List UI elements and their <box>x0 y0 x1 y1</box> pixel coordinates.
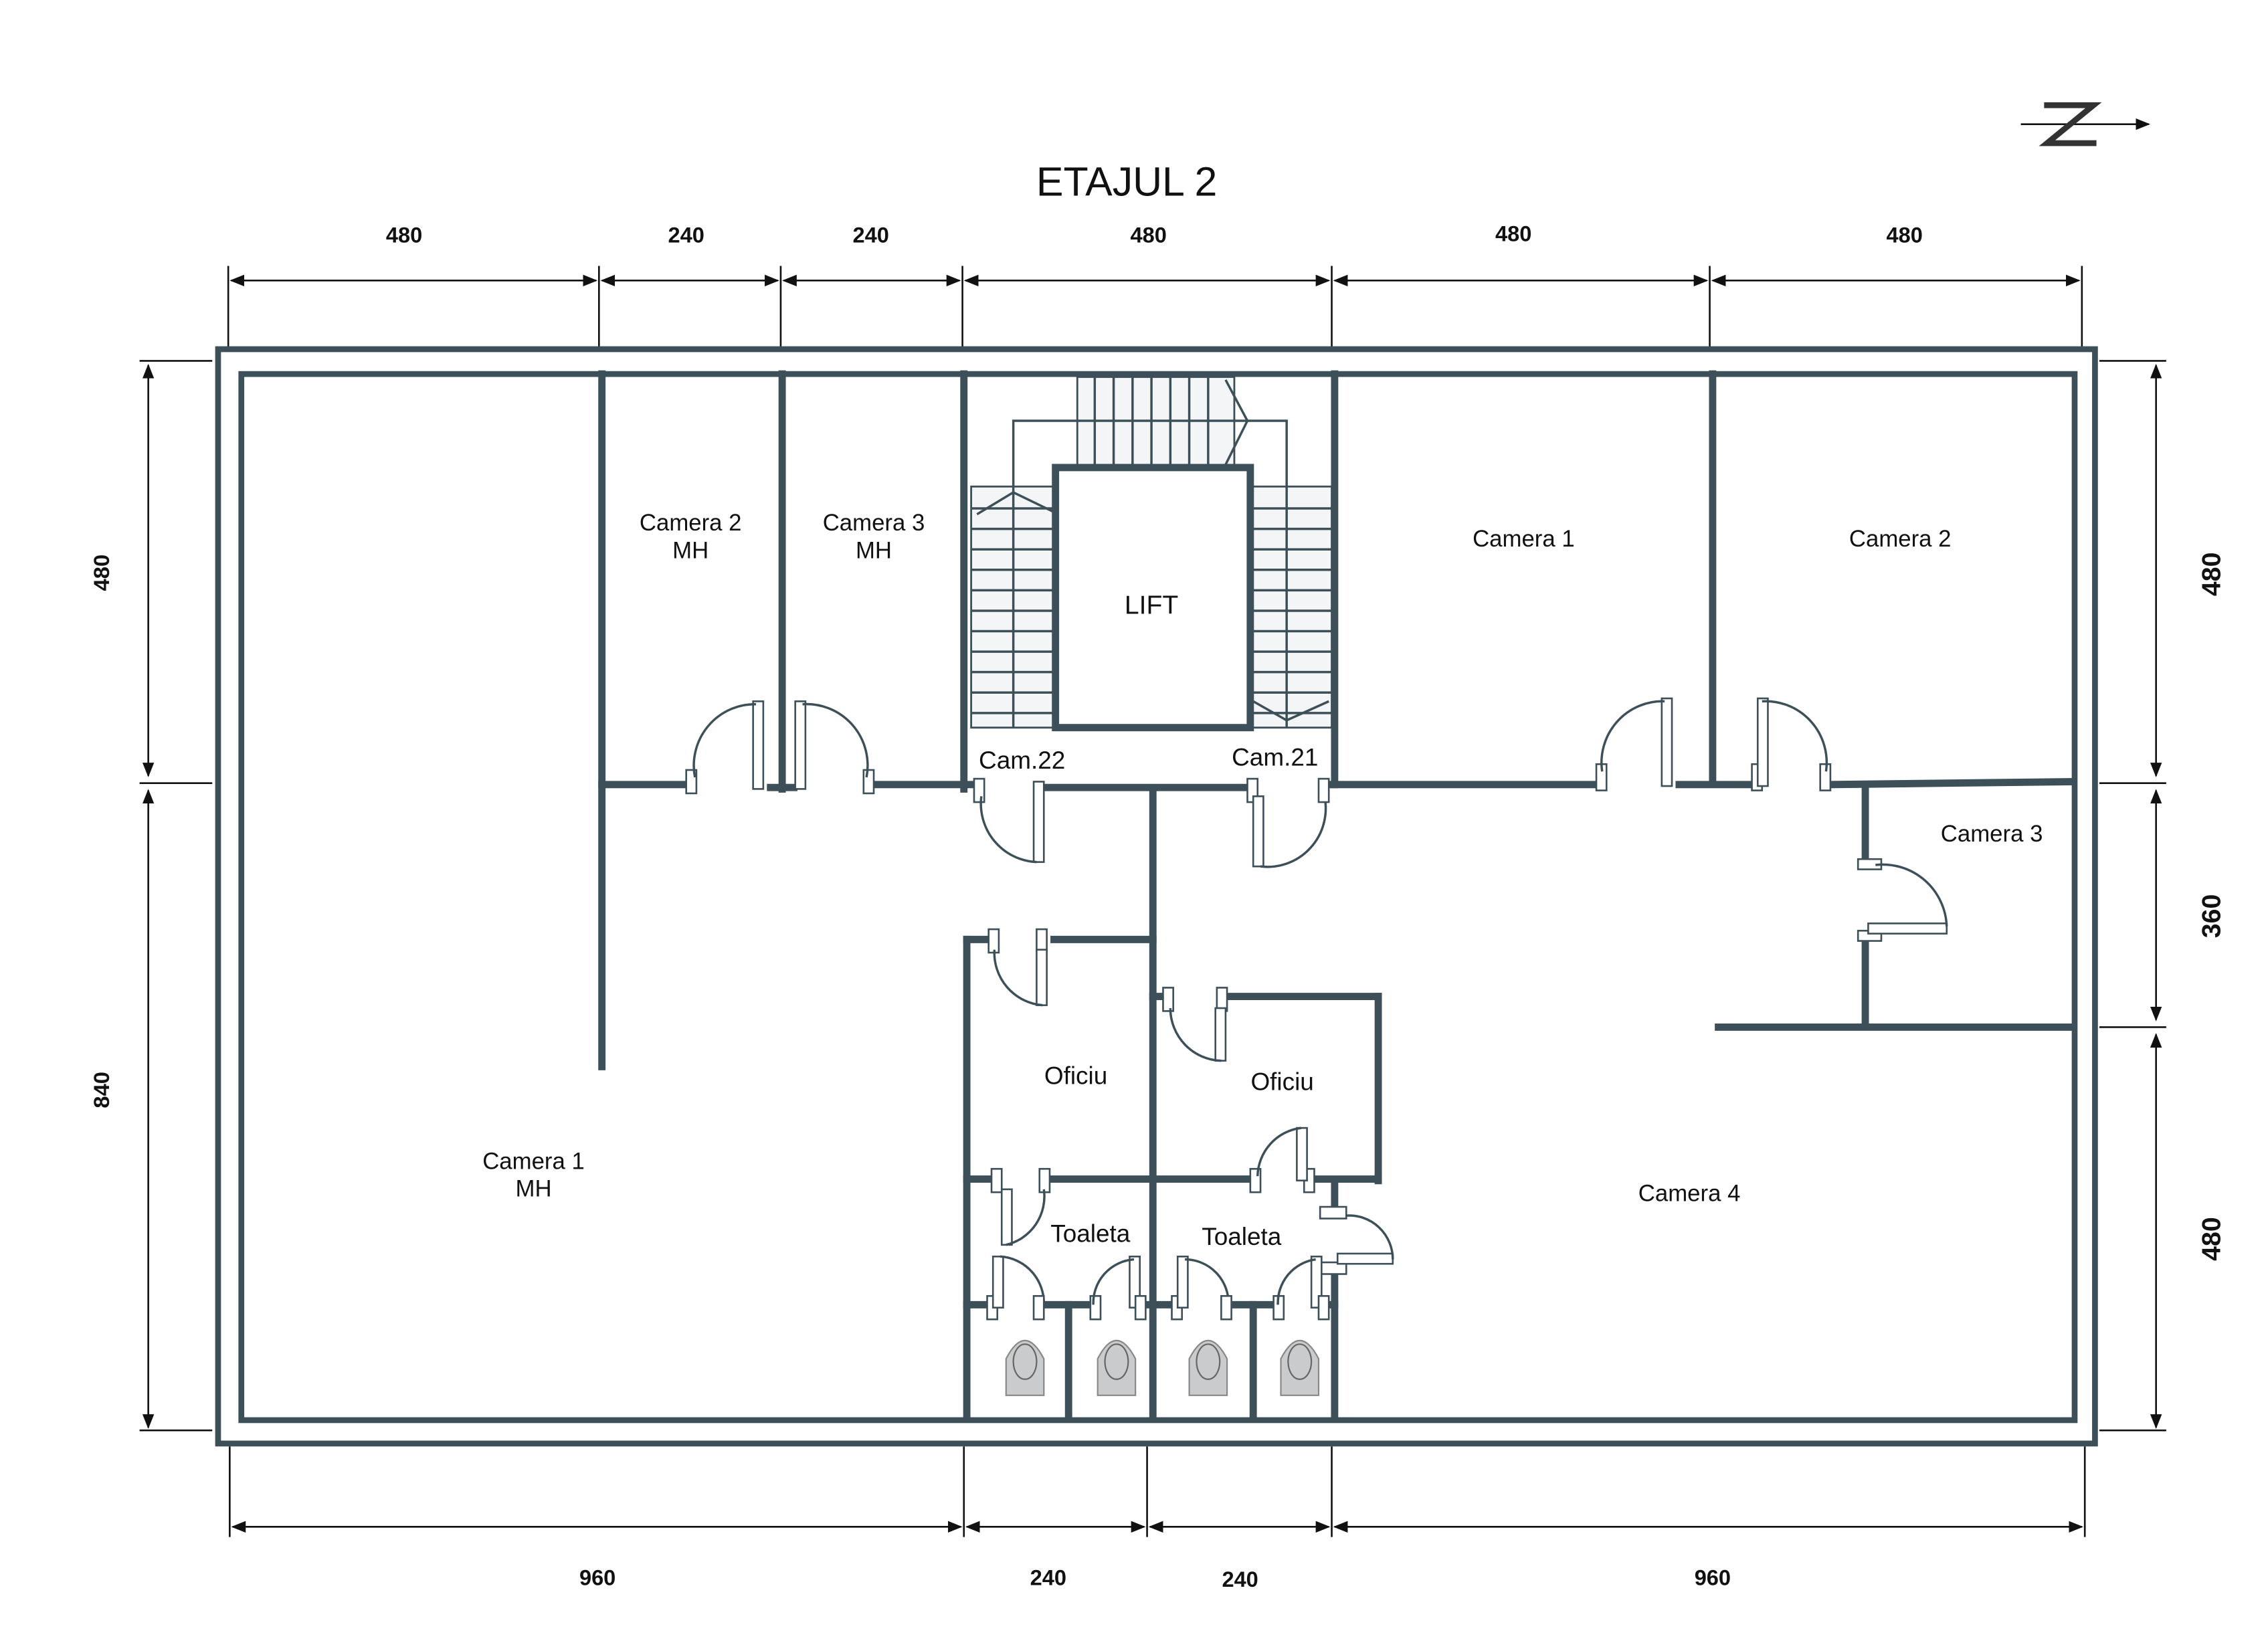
door-camera1 <box>1595 697 1673 791</box>
toilet-icons <box>1005 1340 1320 1396</box>
interior-walls <box>598 370 2076 1422</box>
room-camera3-label: Camera 3 <box>1941 821 2043 847</box>
door-toaleta-left <box>990 1167 1051 1246</box>
room-cam21-label: Cam.21 <box>1232 743 1318 771</box>
toilet-icon <box>1280 1340 1320 1396</box>
door-camera2-mh <box>685 700 765 795</box>
room-camera1-label: Camera 1 <box>1473 526 1575 552</box>
room-camera3-mh-sub: MH <box>856 537 892 563</box>
room-camera1-mh-sub: MH <box>515 1176 551 1202</box>
door-oficiu-left <box>987 928 1048 1007</box>
door-camera3 <box>1857 858 1948 942</box>
dim-right-1: 480 <box>2197 553 2226 597</box>
room-toaleta-left-label: Toaleta <box>1050 1219 1130 1247</box>
room-camera2-mh-label: Camera 2 <box>640 510 742 536</box>
dim-top-4: 480 <box>1131 222 1167 247</box>
room-camera1-mh-label: Camera 1 <box>482 1148 585 1174</box>
room-camera2-mh-sub: MH <box>672 537 708 563</box>
room-camera4-label: Camera 4 <box>1638 1180 1741 1206</box>
door-cam21 <box>1246 777 1330 868</box>
toilet-icon <box>1005 1340 1045 1396</box>
door-toaleta-exit <box>1319 1205 1394 1275</box>
plan-title: ETAJUL 2 <box>1036 159 1218 205</box>
room-camera3-mh-label: Camera 3 <box>823 510 925 536</box>
dim-left-2: 840 <box>89 1072 114 1108</box>
dim-top-3: 240 <box>852 222 888 247</box>
dimensions-bottom: 960 240 240 960 <box>229 1446 2086 1591</box>
room-oficiu-right-label: Oficiu <box>1250 1067 1313 1095</box>
door-camera2 <box>1751 697 1832 791</box>
dim-bottom-1: 960 <box>579 1565 616 1590</box>
toilet-icon <box>1097 1340 1137 1396</box>
room-lift-label: LIFT <box>1125 591 1178 619</box>
toilet-icon <box>1188 1340 1228 1396</box>
dimensions-right: 480 360 480 <box>2099 360 2226 1432</box>
room-labels: Camera 2 MH Camera 3 MH LIFT Cam.22 Cam.… <box>482 510 2043 1250</box>
dim-top-2: 240 <box>668 222 704 247</box>
dim-bottom-4: 960 <box>1695 1565 1731 1590</box>
doors <box>685 697 1948 1321</box>
dim-right-2: 360 <box>2197 894 2226 939</box>
door-cam22 <box>973 777 1045 864</box>
door-oficiu-right <box>1162 987 1228 1062</box>
dimensions-left: 480 840 <box>89 360 213 1432</box>
staircase <box>970 376 1333 729</box>
stall-doors <box>986 1255 1330 1321</box>
dimensions-top: 480 240 240 480 480 480 <box>227 221 2083 348</box>
north-arrow-icon <box>2020 102 2150 147</box>
room-oficiu-left-label: Oficiu <box>1044 1061 1107 1089</box>
dim-bottom-3: 240 <box>1222 1567 1258 1591</box>
outer-wall <box>215 346 2098 1447</box>
door-toaleta-right <box>1249 1127 1315 1193</box>
room-cam22-label: Cam.22 <box>979 746 1065 774</box>
room-toaleta-right-label: Toaleta <box>1202 1222 1281 1250</box>
dim-left-1: 480 <box>89 555 114 591</box>
dim-top-6: 480 <box>1887 222 1923 247</box>
room-camera2-label: Camera 2 <box>1849 526 1952 552</box>
door-camera3-mh <box>794 700 875 795</box>
dim-top-5: 480 <box>1495 221 1531 246</box>
dim-bottom-2: 240 <box>1030 1565 1066 1590</box>
inner-wall <box>238 371 2078 1424</box>
dim-top-1: 480 <box>386 222 422 247</box>
dim-right-3: 480 <box>2197 1217 2226 1261</box>
lift-shaft <box>1052 464 1254 732</box>
